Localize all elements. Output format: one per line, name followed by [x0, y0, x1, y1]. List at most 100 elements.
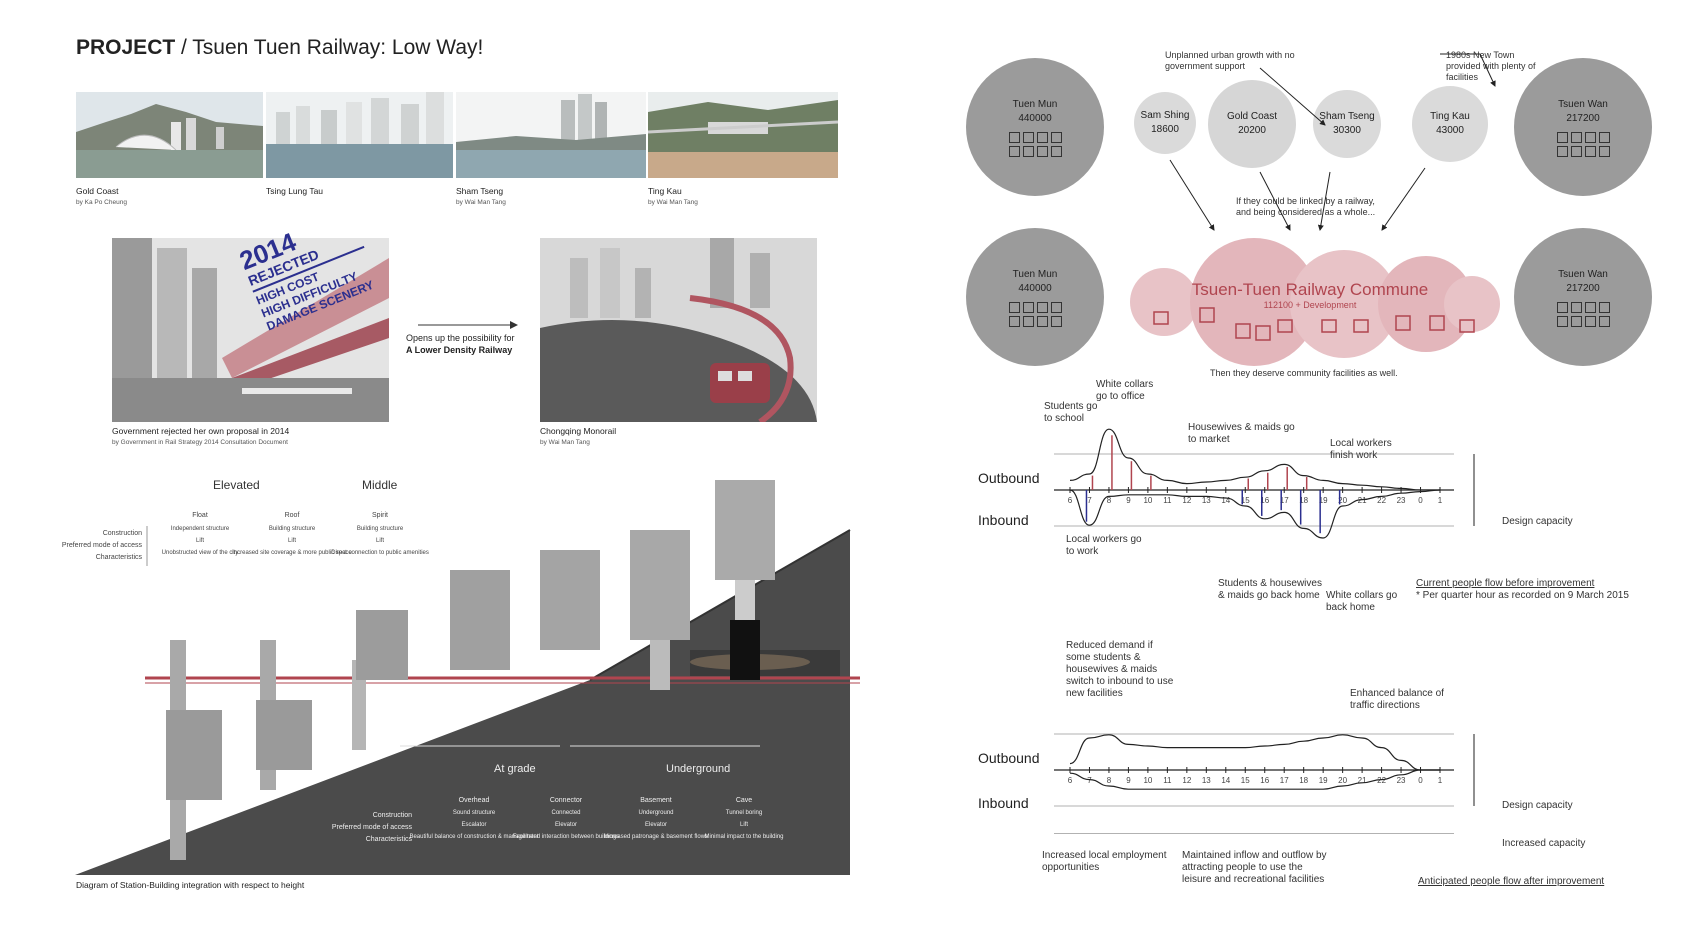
commune-title: Tsuen-Tuen Railway Commune 112100 + Deve…	[1191, 280, 1429, 310]
photo-sham-tseng	[456, 92, 646, 178]
chart2-title: Anticipated people flow after improvemen…	[1418, 876, 1605, 887]
section-caption: Diagram of Station-Building integration …	[76, 880, 305, 890]
type-overhead: Overhead Sound structure Escalator Beaut…	[409, 797, 539, 840]
tick-label: 22	[1377, 496, 1386, 505]
tick-label: 6	[1068, 776, 1073, 785]
tick-label: 16	[1260, 496, 1269, 505]
tick-label: 23	[1397, 496, 1406, 505]
tick-label: 7	[1087, 776, 1092, 785]
tick-label: 16	[1260, 776, 1269, 785]
facility-icons	[1551, 301, 1615, 327]
tick-label: 15	[1241, 496, 1250, 505]
tick-label: 22	[1377, 776, 1386, 785]
tick-label: 12	[1182, 496, 1191, 505]
chart1-annotation: White collars go to office	[1096, 379, 1154, 402]
tick-label: 1	[1438, 496, 1443, 505]
tick-label: 15	[1241, 776, 1250, 785]
chart2-annotation: Enhanced balance of traffic directions	[1350, 688, 1444, 711]
flow-arrows	[1169, 53, 1496, 231]
right-arrow-icon	[418, 321, 518, 329]
tick-label: 14	[1221, 776, 1230, 785]
note-linked: If they could be linked by a railway, an…	[1236, 196, 1376, 217]
facility-icons	[1551, 131, 1615, 157]
arrow-text: Opens up the possibility for A Lower Den…	[406, 333, 515, 355]
chart1-annotation: Local workers go to work	[1066, 534, 1142, 557]
row-label-divider	[146, 526, 148, 566]
facility-icons	[1003, 131, 1067, 157]
tick-label: 9	[1126, 496, 1131, 505]
chart2-annotation: Increased local employment opportunities	[1042, 850, 1167, 873]
type-float: Float Independent structure Lift Unobstr…	[161, 512, 239, 556]
chart1-annotation: Housewives & maids go to market	[1188, 422, 1295, 445]
heading-middle: Middle	[362, 478, 398, 492]
photo-ting-kau	[648, 92, 838, 178]
chart1-title: Current people flow before improvement	[1416, 578, 1595, 589]
type-spirit: Spirit Building structure Lift Direct co…	[331, 512, 429, 556]
rejected-caption: Government rejected her own proposal in …	[112, 426, 290, 446]
outbound-line	[1069, 428, 1440, 491]
commune-cluster	[1130, 238, 1500, 366]
tick-label: 20	[1338, 496, 1347, 505]
chart1-annotation: Students go to school	[1044, 401, 1098, 424]
chart1-annotation: Students & housewives & maids go back ho…	[1218, 578, 1322, 601]
type-connector: Connector Connected Elevator Facilitated…	[512, 797, 620, 840]
chart2-inbound-label: Inbound	[978, 795, 1029, 811]
tick-label: 14	[1221, 496, 1230, 505]
heading-at-grade: At grade	[494, 763, 536, 775]
type-roof: Roof Building structure Lift Increased s…	[232, 512, 352, 556]
note-unplanned-growth: Unplanned urban growth with no governmen…	[1165, 50, 1295, 71]
facility-icons	[1003, 301, 1067, 327]
row-labels-upper: Construction Preferred mode of access Ch…	[61, 530, 142, 561]
tick-label: 21	[1358, 776, 1367, 785]
tick-label: 19	[1319, 496, 1328, 505]
chongqing-monorail-image	[540, 238, 817, 422]
chart1-annotation: White collars go back home	[1326, 590, 1398, 613]
tick-label: 19	[1319, 776, 1328, 785]
chart1-subtitle: * Per quarter hour as recorded on 9 Marc…	[1416, 590, 1629, 601]
tick-label: 8	[1107, 496, 1112, 505]
tick-label: 0	[1418, 776, 1423, 785]
tick-label: 10	[1143, 496, 1152, 505]
note-deserve: Then they deserve community facilities a…	[1210, 368, 1398, 378]
type-basement: Basement Underground Elevator Increased …	[603, 797, 709, 840]
tick-label: 11	[1163, 776, 1172, 785]
inbound-line	[1069, 769, 1440, 790]
chart2-annotation: Maintained inflow and outflow by attract…	[1182, 850, 1327, 885]
tick-label: 10	[1143, 776, 1152, 785]
tick-label: 18	[1299, 496, 1308, 505]
tick-label: 11	[1163, 496, 1172, 505]
tick-label: 6	[1068, 496, 1073, 505]
inbound-line	[1069, 489, 1441, 539]
heading-elevated: Elevated	[213, 478, 260, 492]
photo-gold-coast	[76, 92, 263, 178]
tick-label: 17	[1280, 776, 1289, 785]
chart2-annotation: Reduced demand if some students & housew…	[1066, 640, 1174, 699]
chart2-increased-capacity: Increased capacity	[1502, 838, 1586, 849]
row-labels-lower: Construction Preferred mode of access Ch…	[331, 812, 412, 843]
tick-label: 23	[1397, 776, 1406, 785]
tick-label: 17	[1280, 496, 1289, 505]
type-cave: Cave Tunnel boring Lift Minimal impact t…	[704, 797, 784, 840]
tick-label: 18	[1299, 776, 1308, 785]
chart2-outbound-label: Outbound	[978, 750, 1040, 766]
tick-label: 7	[1087, 496, 1092, 505]
tick-label: 0	[1418, 496, 1423, 505]
station-section-drawing	[75, 480, 860, 875]
tick-label: 12	[1182, 776, 1191, 785]
rejected-proposal-image	[112, 238, 389, 422]
tick-label: 20	[1338, 776, 1347, 785]
tick-label: 21	[1358, 496, 1367, 505]
photo-caption-tsing-lung-tau: Tsing Lung Tau	[266, 186, 324, 196]
